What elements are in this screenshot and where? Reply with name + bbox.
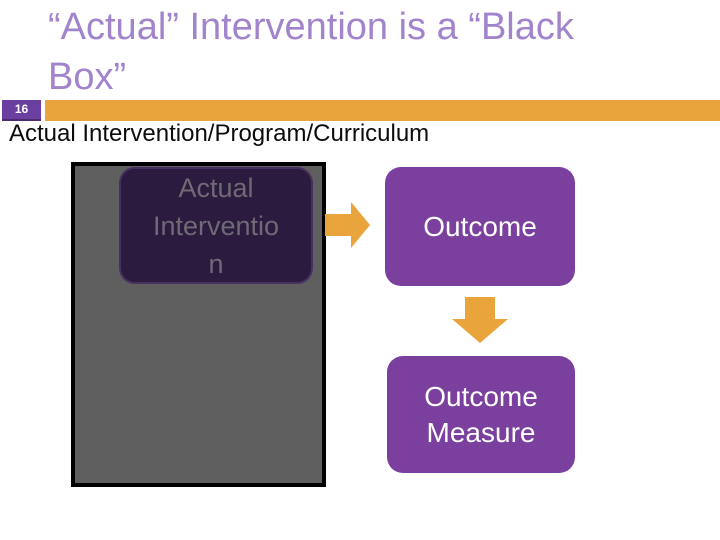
block-arrow-right-icon — [325, 202, 370, 248]
accent-bar — [45, 100, 720, 121]
slide-number-badge: 16 — [2, 100, 41, 121]
actual-intervention-box: Actual Interventio n — [119, 167, 313, 284]
black-box-panel: Actual Interventio n — [71, 162, 326, 487]
actual-intervention-label-line-3: n — [208, 249, 224, 279]
slide-subtitle: Actual Intervention/Program/Curriculum — [9, 120, 430, 147]
outcome-measure-box: Outcome Measure — [387, 356, 575, 473]
actual-intervention-label-line-1: Actual — [178, 173, 254, 203]
outcome-label: Outcome — [423, 210, 537, 242]
outcome-box: Outcome — [385, 167, 575, 286]
slide-title-line-2: Box” — [48, 56, 127, 98]
block-arrow-down-icon — [452, 297, 508, 343]
slide-title: “Actual” Intervention is a “Black Box” — [48, 2, 574, 102]
slide-title-line-1: “Actual” Intervention is a “Black — [48, 6, 574, 48]
outcome-measure-label: Outcome Measure — [424, 380, 538, 448]
actual-intervention-label-line-2: Interventio — [152, 211, 280, 241]
